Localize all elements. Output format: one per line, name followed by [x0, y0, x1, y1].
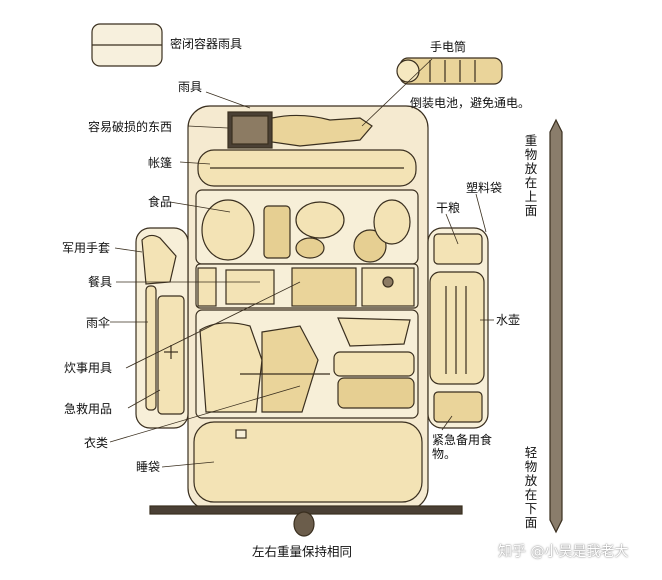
label-plastic-bag: 塑料袋: [466, 181, 503, 195]
flashlight-drawing: [396, 57, 503, 85]
label-military-gloves: 军用手套: [62, 241, 111, 255]
label-tent: 帐篷: [148, 156, 173, 170]
label-sleeping-bag: 睡袋: [136, 460, 161, 474]
label-heavy-on-top: 重物放在上面: [524, 133, 538, 218]
balance-fulcrum: [293, 511, 315, 537]
label-sealed-rain-gear: 密闭容器雨具: [170, 37, 243, 51]
label-cookware: 炊事用具: [64, 361, 113, 375]
label-first-aid: 急救用品: [64, 402, 113, 416]
label-emergency-food: 紧急备用食物。: [432, 433, 493, 461]
sleeping-bag-drawing: [193, 421, 423, 503]
label-light-at-bottom: 轻物放在下面: [524, 445, 538, 530]
watermark: 知乎 @小吴是我老大: [498, 544, 629, 560]
label-flashlight: 手电筒: [430, 40, 467, 54]
label-flashlight-note: 倒装电池，避免通电。: [410, 96, 531, 110]
label-water-bottle: 水壶: [496, 313, 521, 327]
rain-gear-drawing: [271, 114, 373, 147]
label-balance: 左右重量保持相同: [252, 544, 353, 559]
label-clothing: 衣类: [84, 436, 109, 450]
weight-pole: [549, 118, 563, 534]
label-fragile-items: 容易破损的东西: [88, 120, 173, 134]
label-dry-food: 干粮: [436, 201, 461, 215]
label-tableware: 餐具: [88, 275, 113, 289]
label-umbrella: 雨伞: [86, 316, 111, 330]
label-rain-gear: 雨具: [178, 80, 203, 94]
label-food: 食品: [148, 195, 173, 209]
